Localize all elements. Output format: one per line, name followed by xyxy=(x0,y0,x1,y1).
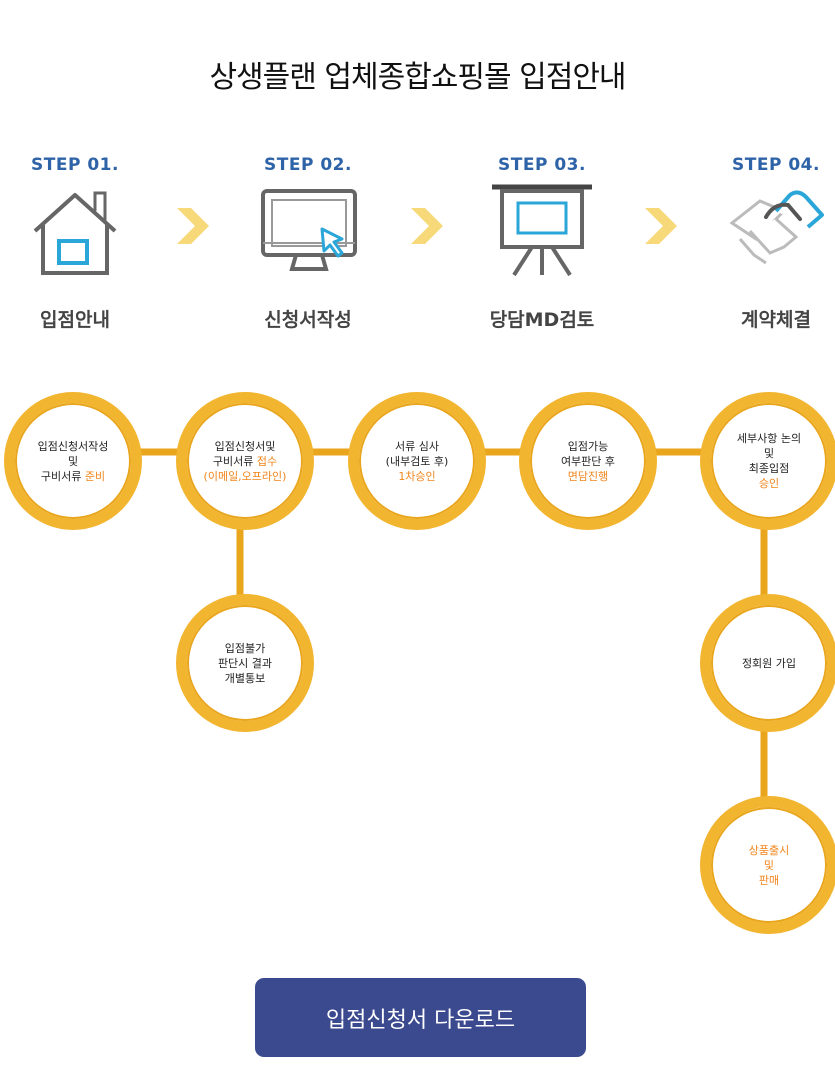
node-highlight: 면담진행 xyxy=(567,469,609,483)
node-highlight: 접수 xyxy=(256,454,278,468)
step-4-name: 계약체결 xyxy=(741,309,811,331)
node-text: 서류 심사 xyxy=(395,439,439,453)
node-text: (내부검토 후) xyxy=(385,454,449,468)
node-text: 입점불가 xyxy=(224,641,266,655)
chevron-right-icon xyxy=(177,208,209,244)
step-3: STEP 03. 당담MD검토 xyxy=(467,155,617,332)
node-text: 및 xyxy=(763,447,775,460)
node-text: 입점신청서및 xyxy=(214,439,276,453)
step-4: STEP 04. 계약체결 xyxy=(701,155,835,332)
step-2: STEP 02. 신청서작성 xyxy=(233,155,383,332)
node-text: 구비서류 xyxy=(40,469,85,483)
node-text: 여부판단 후 xyxy=(560,454,616,468)
node-highlight: 준비 xyxy=(84,469,106,483)
flow-node-1: 입점신청서작성 및 구비서류 준비 xyxy=(4,392,142,530)
flow-node-4: 입점가능 여부판단 후 면담진행 xyxy=(519,392,657,530)
flow-node-6: 입점불가 판단시 결과 개별통보 xyxy=(176,594,314,732)
flow-node-8: 상품출시 및 판매 xyxy=(700,796,835,934)
node-text: 구비서류 xyxy=(212,454,257,468)
node-text: 입점신청서작성 xyxy=(37,439,109,453)
node-text: 및 xyxy=(67,454,79,468)
node-text: 입점가능 xyxy=(567,439,609,453)
flow-node-5: 세부사항 논의 및 최종입점 승인 xyxy=(700,392,835,530)
step-1-label: STEP 01. xyxy=(31,155,119,175)
node-text: 최종입점 xyxy=(748,462,790,475)
step-2-name: 신청서작성 xyxy=(264,309,352,331)
presentation-board-icon xyxy=(492,184,592,277)
step-1-name: 입점안내 xyxy=(40,309,110,331)
monitor-cursor-icon xyxy=(261,189,357,271)
flow-node-2: 입점신청서및 구비서류 접수 (이메일,오프라인) xyxy=(176,392,314,530)
node-highlight: 판매 xyxy=(758,873,780,887)
step-1: STEP 01. 입점안내 xyxy=(0,155,150,332)
download-application-button[interactable]: 입점신청서 다운로드 xyxy=(255,978,586,1057)
node-text: 정회원 가입 xyxy=(741,656,797,670)
step-4-label: STEP 04. xyxy=(732,155,820,175)
chevron-right-icon xyxy=(411,208,443,244)
flow-node-3: 서류 심사 (내부검토 후) 1차승인 xyxy=(348,392,486,530)
node-text: 세부사항 논의 xyxy=(736,432,802,445)
chevron-right-icon xyxy=(645,208,677,244)
node-highlight: 승인 xyxy=(758,477,780,490)
node-highlight: 상품출시 xyxy=(748,843,790,857)
house-icon xyxy=(33,191,117,275)
handshake-icon xyxy=(729,190,824,265)
step-3-label: STEP 03. xyxy=(498,155,586,175)
node-highlight: 1차승인 xyxy=(398,469,436,483)
flow-node-7: 정회원 가입 xyxy=(700,594,835,732)
node-text: 판단시 결과 xyxy=(217,656,273,670)
node-text: 개별통보 xyxy=(224,671,266,685)
step-3-name: 당담MD검토 xyxy=(489,309,595,331)
step-2-label: STEP 02. xyxy=(264,155,352,175)
node-highlight: 및 xyxy=(763,858,775,872)
page-title: 상생플랜 업체종합쇼핑몰 입점안내 xyxy=(209,60,626,95)
node-highlight: (이메일,오프라인) xyxy=(203,469,287,483)
